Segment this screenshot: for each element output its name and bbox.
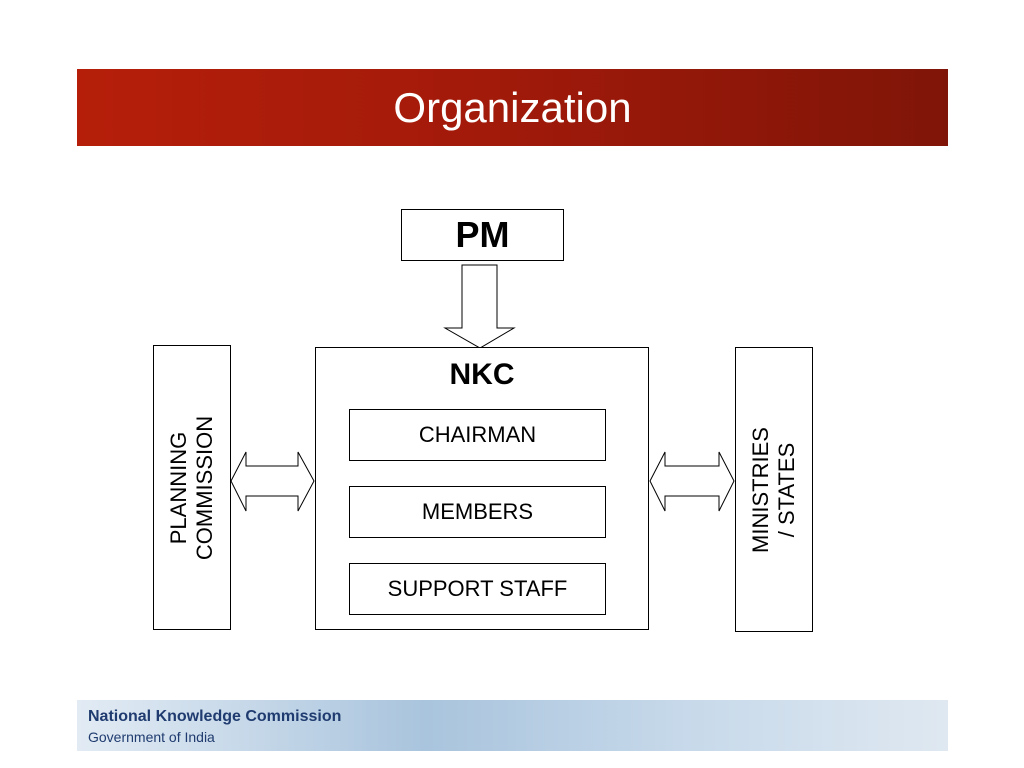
members-node: MEMBERS: [349, 486, 606, 538]
slide-title: Organization: [393, 84, 632, 131]
support-staff-node: SUPPORT STAFF: [349, 563, 606, 615]
ministries-states-label: MINISTRIES / STATES: [748, 427, 800, 553]
planning-commission-line-2: COMMISSION: [192, 415, 217, 560]
double-arrow-left: [230, 451, 315, 512]
chairman-node: CHAIRMAN: [349, 409, 606, 461]
footer-band: National Knowledge Commission Government…: [77, 700, 948, 751]
footer-title: National Knowledge Commission: [88, 708, 342, 725]
double-arrow-right: [649, 451, 735, 512]
pm-node: PM: [401, 209, 564, 261]
title-bar: Organization: [77, 69, 948, 146]
planning-commission-line-1: PLANNING: [166, 431, 191, 544]
planning-commission-node: PLANNING COMMISSION: [153, 345, 231, 630]
planning-commission-label: PLANNING COMMISSION: [166, 415, 218, 559]
nkc-label: NKC: [449, 358, 515, 391]
ministries-states-line-1: MINISTRIES: [748, 426, 773, 553]
ministries-states-line-2: / STATES: [774, 442, 799, 537]
down-arrow-pm-to-nkc: [443, 264, 516, 349]
ministries-states-node: MINISTRIES / STATES: [735, 347, 813, 632]
footer-subtitle: Government of India: [88, 729, 215, 745]
